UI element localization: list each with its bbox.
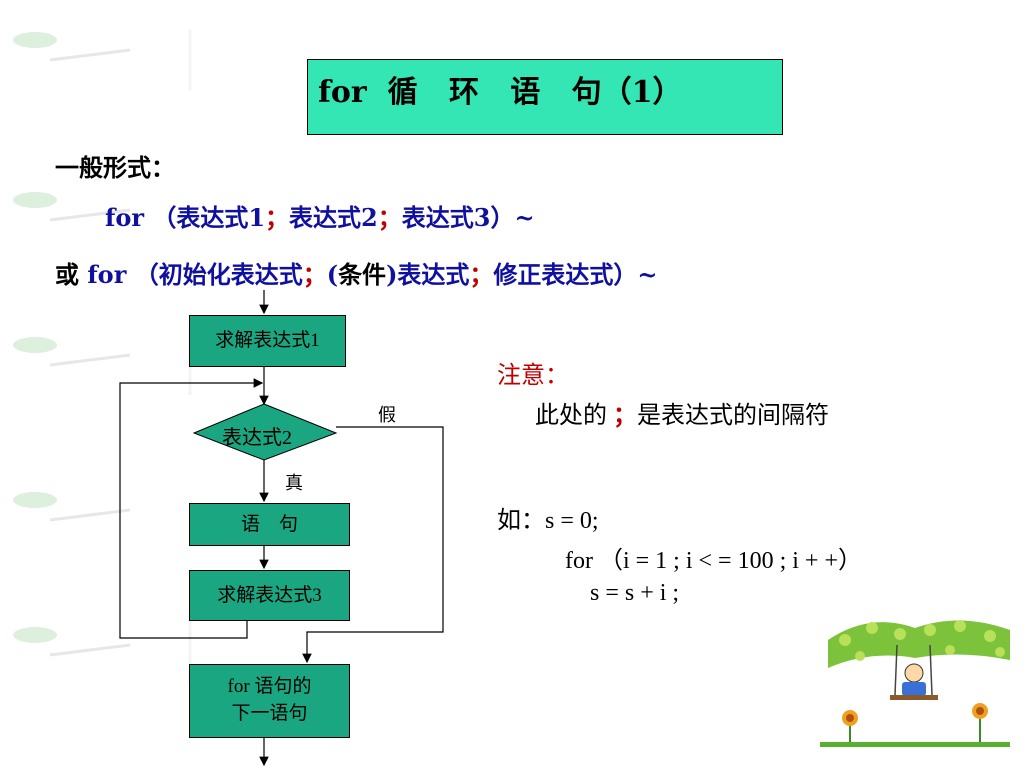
cond-word: 条件 bbox=[338, 260, 387, 289]
background-decoration bbox=[13, 30, 192, 685]
separator: ； bbox=[469, 260, 494, 289]
example-label: 如： bbox=[497, 508, 545, 534]
flow-box-next: for 语句的下一语句 bbox=[189, 664, 350, 738]
general-form-label: 一般形式： bbox=[55, 153, 175, 182]
cond-paren: ) bbox=[386, 260, 398, 289]
cond-paren: ( bbox=[326, 260, 339, 289]
example-line-2: for （i = 1 ; i < = 100 ; i + +） bbox=[565, 548, 862, 574]
false-label: 假 bbox=[378, 405, 396, 425]
expr3: 表达式3）~ bbox=[401, 203, 535, 232]
next-statement-line2: 下一语句 bbox=[231, 703, 308, 724]
next-statement-line1: for 语句的 bbox=[227, 676, 312, 697]
for-keyword: for bbox=[105, 203, 144, 232]
decision-diamond bbox=[192, 403, 338, 461]
note-text: 此处的 ；是表达式的间隔符 bbox=[535, 395, 829, 430]
true-label: 真 bbox=[285, 473, 303, 493]
expr2: 表达式2 bbox=[289, 203, 378, 232]
or-prefix: 或 bbox=[55, 260, 79, 289]
note-text-after: 是表达式的间隔符 bbox=[637, 403, 829, 429]
cond-expr: 表达式 bbox=[397, 260, 470, 289]
example-line-3: s = s + i ; bbox=[590, 580, 680, 606]
note-heading: 注意： bbox=[497, 363, 569, 389]
flow-box-update: 求解表达式3 bbox=[189, 570, 350, 621]
example-code-1: s = 0; bbox=[545, 508, 599, 534]
separator: ； bbox=[302, 260, 327, 289]
separator: ； bbox=[377, 203, 402, 232]
note-text-before: 此处的 bbox=[535, 403, 607, 429]
syntax-line-1: for （表达式1；表达式2；表达式3）~ bbox=[105, 198, 535, 233]
decision-label: 表达式2 bbox=[222, 427, 292, 449]
slide-title: for 循 环 语 句（1） bbox=[307, 59, 783, 135]
tree-swing-icon bbox=[820, 620, 1010, 747]
flow-box-init: 求解表达式1 bbox=[189, 315, 346, 367]
separator: ； bbox=[265, 203, 290, 232]
expr1: （表达式1 bbox=[152, 203, 266, 232]
update-expr: 修正表达式）~ bbox=[493, 260, 658, 289]
flow-box-statement: 语 句 bbox=[189, 503, 350, 546]
leaf-decoration-icon bbox=[13, 30, 192, 685]
example-line-1: 如：s = 0; bbox=[497, 500, 599, 535]
init-expr: （初始化表达式 bbox=[134, 260, 303, 289]
syntax-line-2: 或 for （初始化表达式；(条件)表达式；修正表达式）~ bbox=[55, 255, 658, 290]
note-semicolon: ； bbox=[613, 403, 637, 429]
for-keyword: for bbox=[87, 260, 127, 289]
